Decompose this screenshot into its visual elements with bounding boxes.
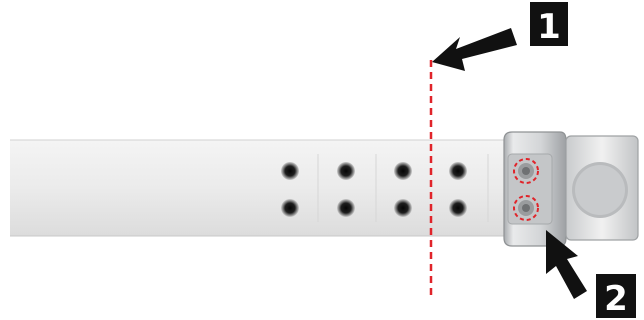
callout-box-2: 2 — [596, 274, 636, 319]
dashed-circle-highlight — [513, 158, 539, 184]
callout-label-2: 2 — [604, 279, 628, 319]
dashed-circle-highlight — [513, 195, 539, 221]
mounting-hole — [281, 199, 299, 217]
callout-label-1: 1 — [537, 7, 561, 47]
mounting-hole — [449, 162, 467, 180]
mounting-hole — [281, 162, 299, 180]
metal-end-clip — [503, 131, 567, 247]
rail-bar — [10, 139, 516, 237]
mounting-hole — [337, 162, 355, 180]
callout-box-1: 1 — [530, 2, 568, 47]
arrow-callout-1 — [432, 28, 517, 71]
mounting-hole — [449, 199, 467, 217]
arrow-callout-2 — [546, 230, 587, 299]
mounting-hole — [337, 199, 355, 217]
mounting-hole — [394, 162, 412, 180]
mounting-hole — [394, 199, 412, 217]
mounting-holes — [281, 162, 467, 217]
end-cap — [565, 135, 639, 241]
